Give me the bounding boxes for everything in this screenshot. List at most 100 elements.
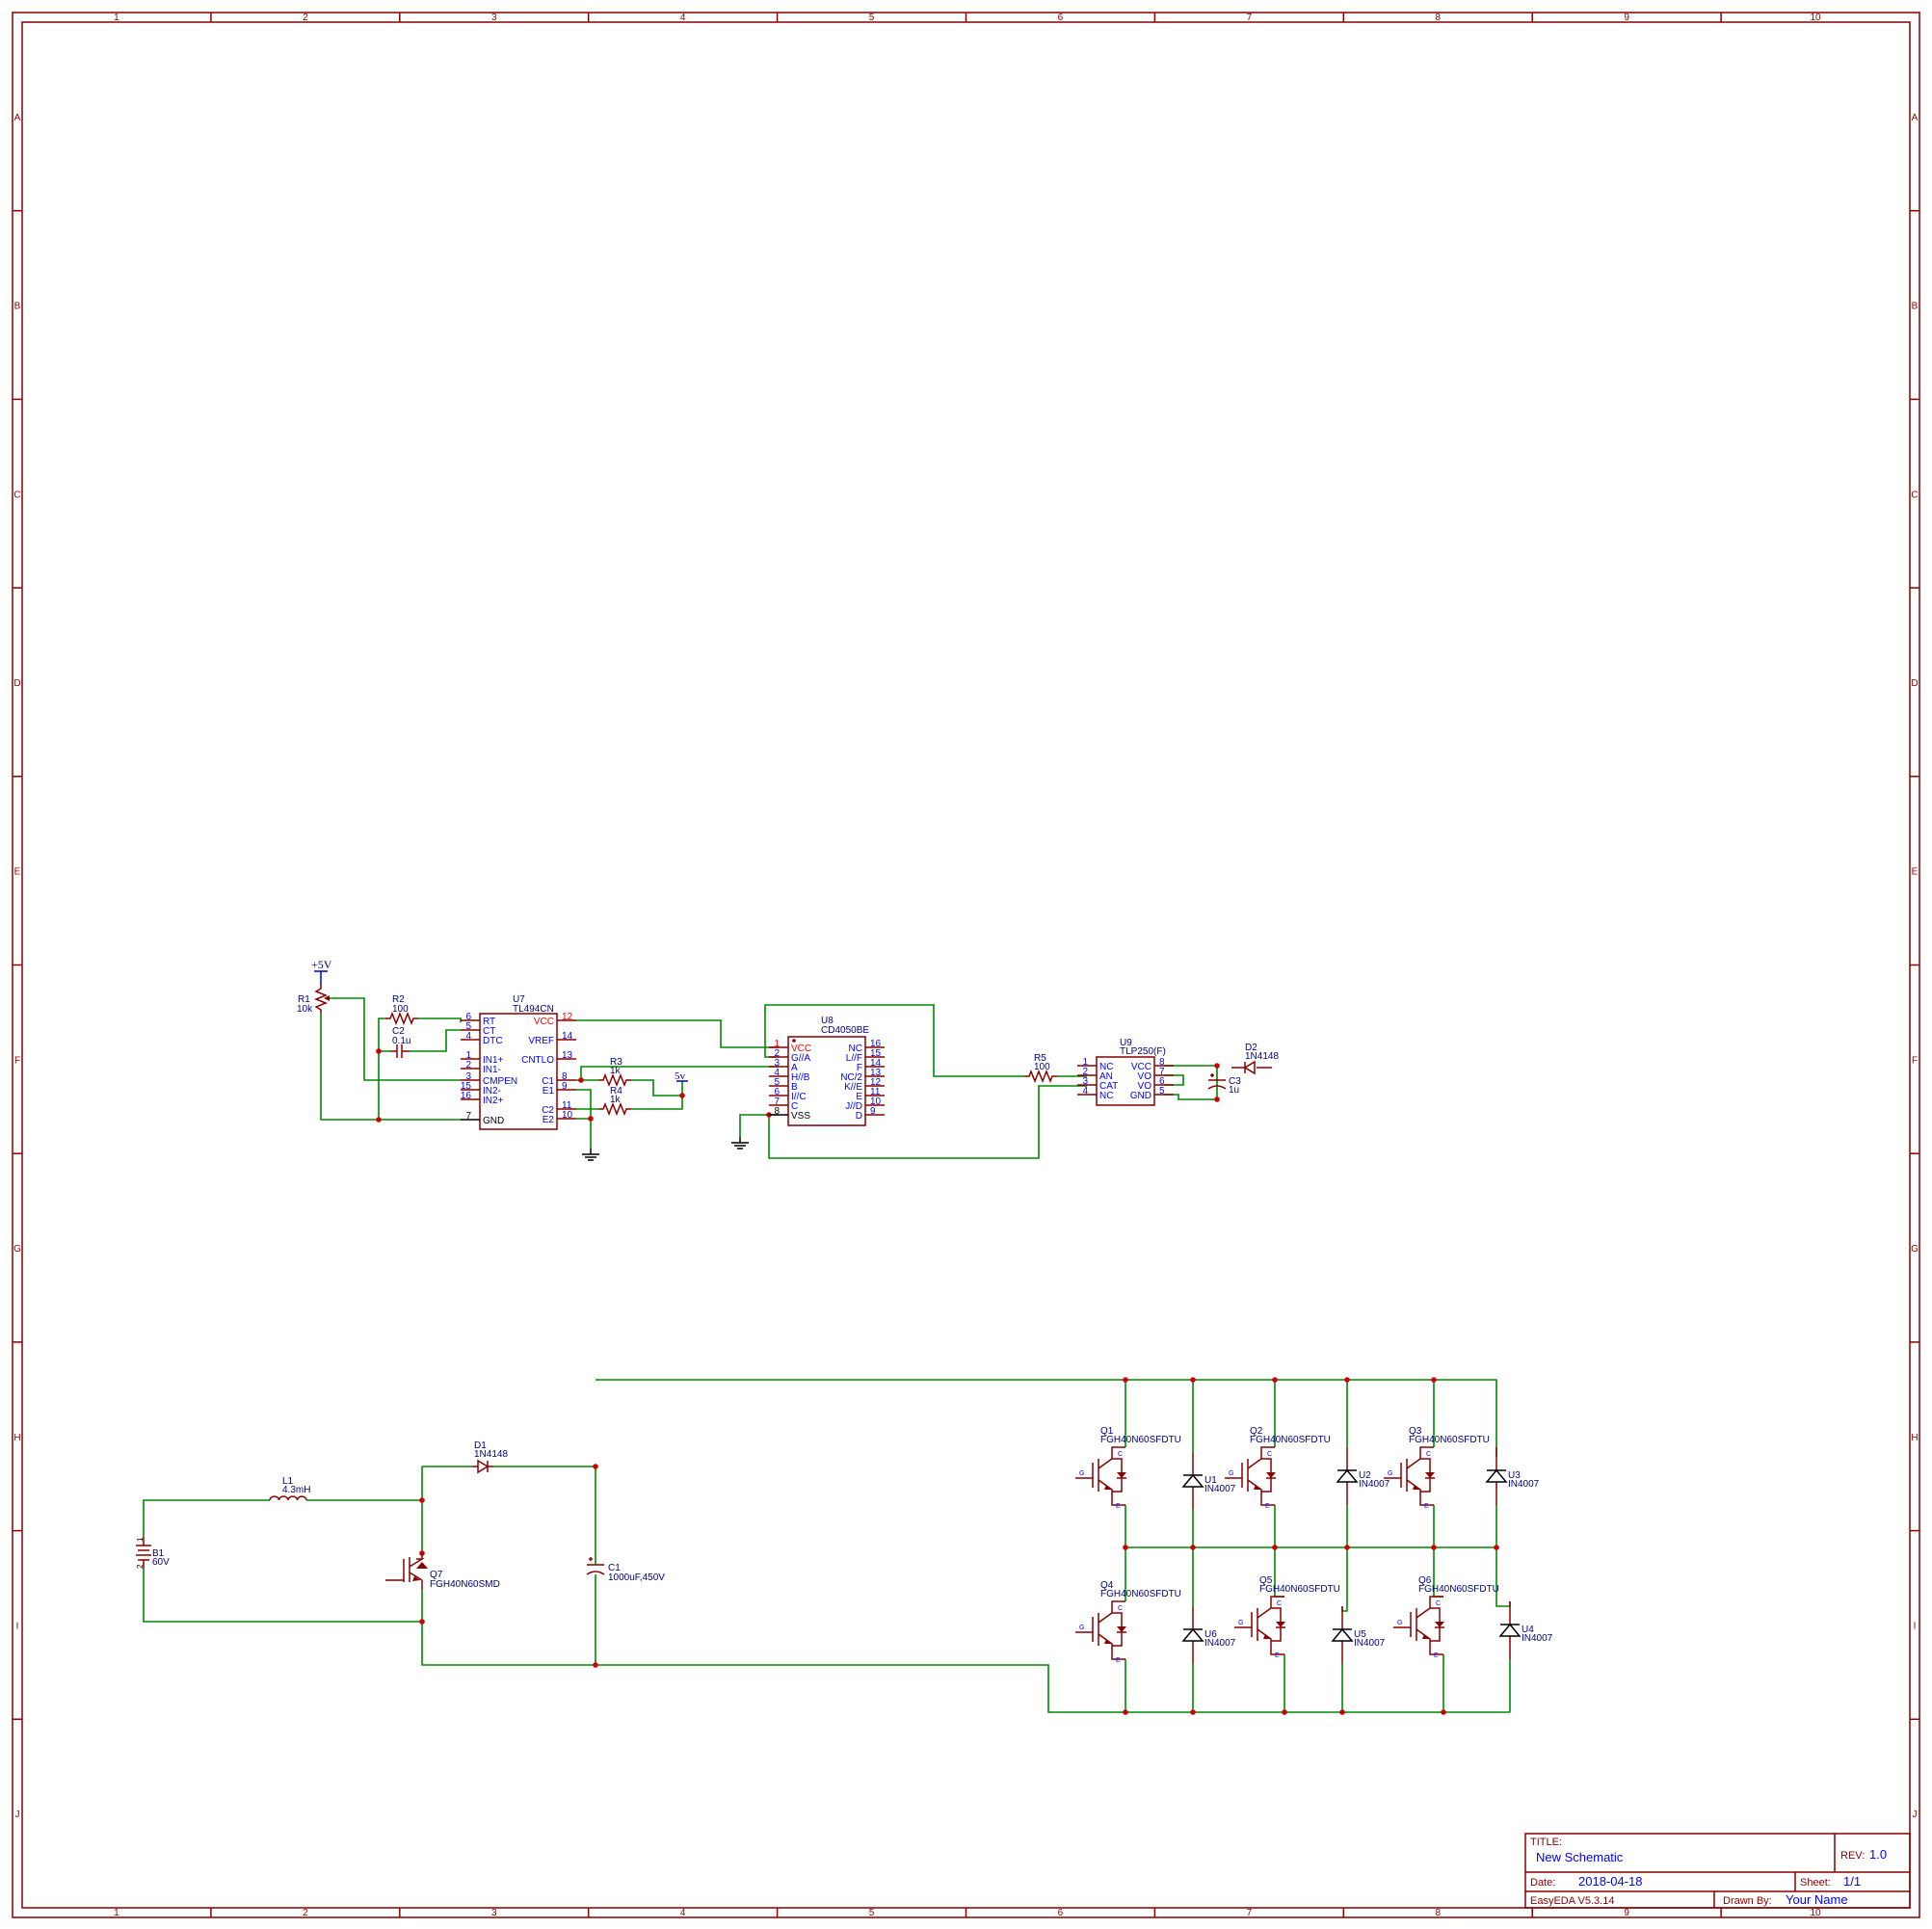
igbt-q7[interactable]: Q7 FGH40N60SMD [385, 1553, 500, 1590]
battery-b1[interactable]: 1 2 B1 60V [136, 1537, 170, 1569]
junctions-power [419, 1377, 1499, 1715]
pin-number: 6 [465, 1012, 471, 1022]
pin-number: 5 [774, 1077, 780, 1088]
column-marker: 2 [303, 1908, 308, 1918]
pin-u9-7[interactable]: 7VO [1138, 1067, 1174, 1082]
diode-d1[interactable]: D1 1N4148 [472, 1440, 508, 1474]
pin-name: G//A [791, 1053, 810, 1064]
svg-text:Drawn By:: Drawn By: [1723, 1895, 1772, 1907]
diode-d2[interactable]: D2 1N4148 [1231, 1043, 1279, 1075]
inductor-l1[interactable]: L1 4.3mH [269, 1476, 310, 1501]
column-marker: 8 [1435, 1908, 1441, 1918]
svg-text:U7: U7 [513, 994, 525, 1005]
capacitor-c3[interactable]: C3 1u [1207, 1073, 1241, 1096]
svg-text:D1: D1 [474, 1440, 487, 1451]
pin-number: 1 [1082, 1057, 1088, 1068]
column-marker: 7 [1247, 1908, 1253, 1918]
svg-text:2018-04-18: 2018-04-18 [1578, 1874, 1643, 1889]
pin-u7-8[interactable]: 8C1 [542, 1071, 576, 1087]
svg-text:R5: R5 [1034, 1053, 1046, 1064]
pin-name: NC [849, 1044, 862, 1054]
pin-u8-9[interactable]: 9D [856, 1106, 885, 1122]
pin-name: IN2- [483, 1086, 501, 1097]
pin-u8-14[interactable]: 14F [857, 1058, 885, 1073]
svg-text:+5V: +5V [311, 958, 332, 971]
pin-name: NC/2 [840, 1072, 862, 1083]
wires-power [143, 1379, 1511, 1713]
capacitor-c2[interactable]: C2 0.1u [390, 1026, 410, 1058]
ref-label: Q2 [1250, 1426, 1263, 1437]
svg-text:1k: 1k [610, 1095, 622, 1105]
pin-u8-10[interactable]: 10J//D [845, 1097, 885, 1112]
pin-number: 3 [465, 1071, 471, 1082]
pin-c-label: C [1118, 1605, 1123, 1612]
potentiometer-r1[interactable]: R1 10k [297, 985, 330, 1015]
pin-u8-11[interactable]: 11E [856, 1087, 885, 1102]
row-marker: F [14, 1055, 20, 1066]
row-marker: J [1913, 1810, 1918, 1820]
ref-label: U5 [1354, 1629, 1366, 1640]
resistor-r2[interactable]: R2 100 [384, 994, 419, 1024]
capacitor-c1[interactable]: C1 1000uF,450V [586, 1557, 665, 1583]
resistor-r5[interactable]: R5 100 [1023, 1053, 1058, 1082]
pin-name: E2 [543, 1115, 555, 1125]
resistor-r4[interactable]: R4 1k [597, 1086, 632, 1115]
column-marker: 1 [114, 1908, 119, 1918]
pin-u8-12[interactable]: 12K//E [844, 1077, 885, 1093]
resistor-r3[interactable]: R3 1k [597, 1057, 632, 1086]
pin-u7-9[interactable]: 9E1 [543, 1081, 576, 1097]
pin-u9-6[interactable]: 6VO [1138, 1076, 1174, 1092]
pin-u8-15[interactable]: 15L//F [846, 1048, 885, 1064]
diode-symbol-icon [1486, 1446, 1507, 1506]
pin-number: 9 [562, 1081, 568, 1092]
row-marker: B [14, 302, 21, 312]
pin-name: GND [483, 1116, 504, 1126]
